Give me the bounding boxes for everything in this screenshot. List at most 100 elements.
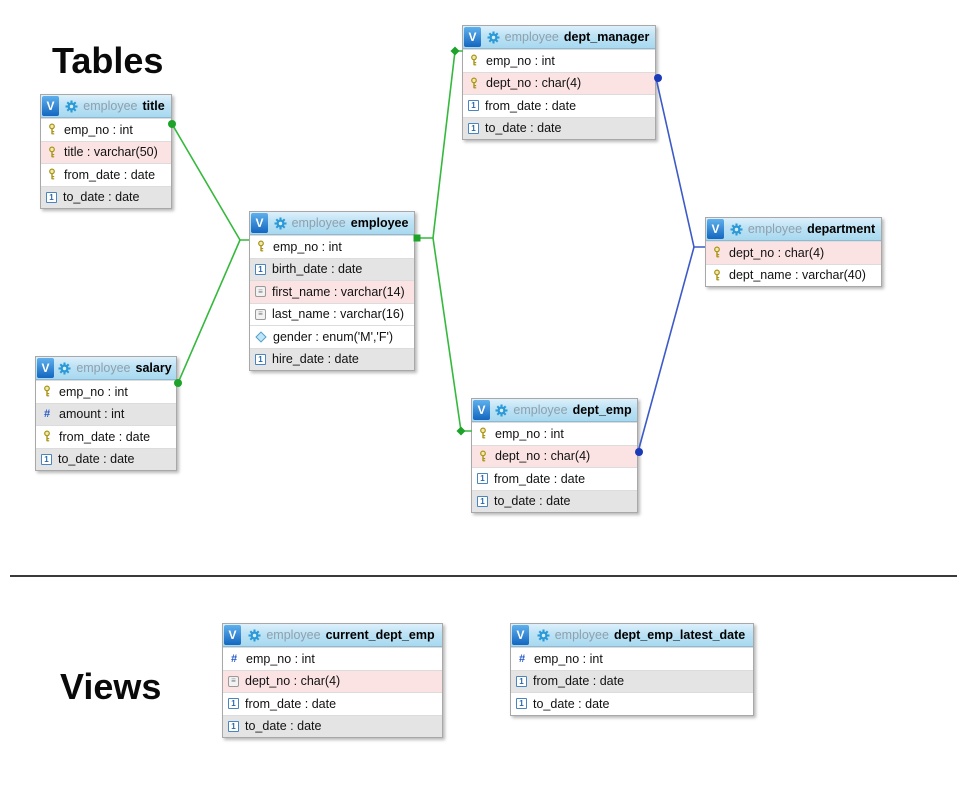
text-column-icon: ≡	[228, 675, 239, 687]
date-icon: 1	[46, 191, 57, 203]
column-row-dept_no[interactable]: dept_no : char(4)	[463, 71, 655, 94]
column-row-dept_name[interactable]: dept_name : varchar(40)	[706, 263, 881, 286]
relationship-line	[655, 77, 705, 248]
column-row-emp_no[interactable]: emp_no : int	[472, 422, 637, 445]
column-label: to_date : date	[533, 696, 610, 711]
column-row-gender[interactable]: gender : enum('M','F')	[250, 325, 414, 348]
column-label: from_date : date	[245, 696, 337, 711]
date-icon: 1	[228, 698, 239, 710]
primary-key-icon	[255, 240, 267, 253]
table-name: dept_manager	[563, 30, 650, 44]
column-row-to_date[interactable]: 1 to_date : date	[472, 489, 637, 512]
column-row-dept_no[interactable]: dept_no : char(4)	[706, 241, 881, 264]
view-badge-icon: V	[42, 96, 59, 116]
column-label: to_date : date	[245, 719, 322, 734]
column-label: to_date : date	[494, 494, 571, 509]
gear-icon	[65, 100, 78, 112]
schema-name: employee	[76, 361, 131, 375]
column-row-emp_no[interactable]: emp_no : int	[463, 49, 655, 72]
gear-icon	[248, 629, 261, 641]
date-icon: 1	[468, 122, 479, 134]
view-badge-icon: V	[251, 213, 268, 233]
column-row-dept_no[interactable]: ≡dept_no : char(4)	[223, 669, 442, 692]
gear-icon	[495, 404, 508, 416]
primary-key-icon	[41, 430, 53, 443]
column-label: dept_name : varchar(40)	[729, 268, 866, 283]
column-row-last_name[interactable]: ≡last_name : varchar(16)	[250, 302, 414, 325]
date-icon: 1	[477, 495, 488, 507]
table-name: title	[142, 99, 165, 113]
numeric-icon: #	[230, 652, 238, 665]
schema-name: employee	[266, 628, 321, 642]
column-label: emp_no : int	[486, 53, 555, 68]
relationship-endpoint-marker	[450, 46, 460, 56]
column-label: to_date : date	[485, 121, 562, 136]
date-icon: 1	[516, 698, 527, 710]
schema-name: employee	[504, 30, 559, 44]
text-column-icon: ≡	[255, 286, 266, 298]
column-row-emp_no[interactable]: # emp_no : int	[223, 647, 442, 670]
primary-key-icon	[711, 246, 723, 259]
date-icon: 1	[41, 453, 52, 465]
column-row-emp_no[interactable]: emp_no : int	[36, 380, 176, 403]
column-label: birth_date : date	[272, 262, 363, 277]
primary-key-icon	[46, 146, 58, 159]
column-row-from_date[interactable]: from_date : date	[41, 163, 171, 186]
schema-name: employee	[554, 628, 609, 642]
tables-section-heading: Tables	[52, 40, 164, 82]
table-name: current_dept_emp	[325, 628, 435, 642]
column-row-from_date[interactable]: from_date : date	[36, 425, 176, 448]
column-row-to_date[interactable]: 1 to_date : date	[511, 692, 753, 715]
column-label: from_date : date	[64, 167, 156, 182]
column-label: from_date : date	[485, 98, 577, 113]
column-row-emp_no[interactable]: #emp_no : int	[511, 647, 753, 670]
column-label: amount : int	[59, 407, 125, 422]
gear-icon	[537, 629, 550, 641]
column-row-from_date[interactable]: 1 from_date : date	[223, 692, 442, 715]
column-row-amount[interactable]: #amount : int	[36, 402, 176, 425]
table-name: dept_emp	[572, 403, 632, 417]
table-name: department	[807, 222, 876, 236]
numeric-icon: #	[518, 652, 526, 665]
column-row-dept_no[interactable]: dept_no : char(4)	[472, 444, 637, 467]
primary-key-icon	[41, 385, 53, 398]
column-row-to_date[interactable]: 1 to_date : date	[463, 116, 655, 139]
column-label: hire_date : date	[272, 352, 359, 367]
column-row-emp_no[interactable]: emp_no : int	[250, 235, 414, 258]
primary-key-icon	[468, 54, 480, 67]
column-row-title[interactable]: title : varchar(50)	[41, 140, 171, 163]
column-label: emp_no : int	[246, 651, 315, 666]
column-row-first_name[interactable]: ≡first_name : varchar(14)	[250, 280, 414, 303]
primary-key-icon	[477, 427, 489, 440]
column-row-emp_no[interactable]: emp_no : int	[41, 118, 171, 141]
view-badge-icon: V	[473, 400, 490, 420]
column-label: emp_no : int	[64, 122, 133, 137]
